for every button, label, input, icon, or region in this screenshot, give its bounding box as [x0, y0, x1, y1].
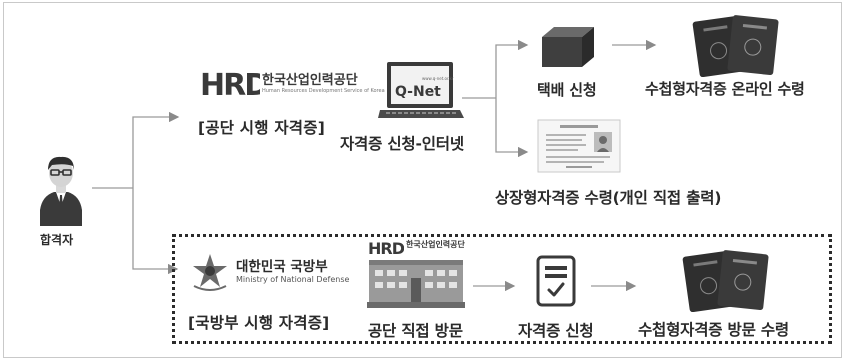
split-down-arrow: [495, 98, 529, 158]
hrdk-name-en: Human Resources Development Service of K…: [262, 88, 385, 94]
top-exam-type: [공단 시행 자격증]: [198, 119, 325, 137]
hrdk-small-logo: HRDK 한국산업인력공단: [368, 238, 488, 260]
notebook-cert-online-label: 수첩형자격증 온라인 수령: [645, 80, 805, 98]
actor-bottom-branch: [132, 188, 179, 275]
svg-text:HRDK: HRDK: [200, 68, 260, 100]
notebook-cert-visit-label: 수첩형자격증 방문 수령: [638, 321, 789, 339]
hrdk-small-mark: HRDK: [368, 239, 404, 258]
mnd-emblem-icon: [193, 254, 227, 291]
svg-text:www.q-net.or.kr: www.q-net.or.kr: [422, 76, 454, 81]
application-form-icon: [536, 255, 576, 307]
person-icon: [40, 156, 82, 226]
actor-label: 합격자: [40, 233, 74, 247]
cert-apply-label: 자격증 신청: [518, 322, 594, 340]
award-cert-print-label: 상장형자격증 수령(개인 직접 출력): [495, 189, 722, 207]
building-icon: [367, 260, 465, 308]
svg-text:HRDK: HRDK: [368, 239, 404, 258]
actor-top-branch: [132, 111, 180, 188]
visit-office-label: 공단 직접 방문: [368, 322, 463, 340]
hrdk-name-kr: 한국산업인력공단: [262, 73, 358, 88]
bottom-route-box: [172, 234, 832, 344]
split-up-arrow: [495, 39, 529, 98]
bottom-exam-type: [국방부 시행 자격증]: [188, 314, 330, 332]
passport-booklet-icon-visit: [682, 250, 769, 312]
hrdk-small-name-kr: 한국산업인력공단: [406, 240, 465, 249]
delivery-apply-label: 택배 신청: [537, 81, 597, 99]
mnd-name-kr: 대한민국 국방부: [236, 259, 328, 275]
svg-text:Q-Net: Q-Net: [395, 84, 441, 100]
step-internet-apply: 자격증 신청-인터넷: [340, 135, 464, 153]
hrdk-logo: HRDK 한국산업인력공단 Human Resources Developmen…: [200, 66, 385, 106]
delivery-box-icon: [542, 27, 594, 67]
passport-booklet-icon: [692, 15, 779, 77]
mnd-name-en: Ministry of National Defense: [236, 275, 350, 284]
laptop-icon: www.q-net.or.kr Q-Net: [378, 62, 464, 118]
certificate-document-icon: [537, 119, 621, 173]
hrdk-logo-mark: HRDK: [200, 68, 260, 100]
